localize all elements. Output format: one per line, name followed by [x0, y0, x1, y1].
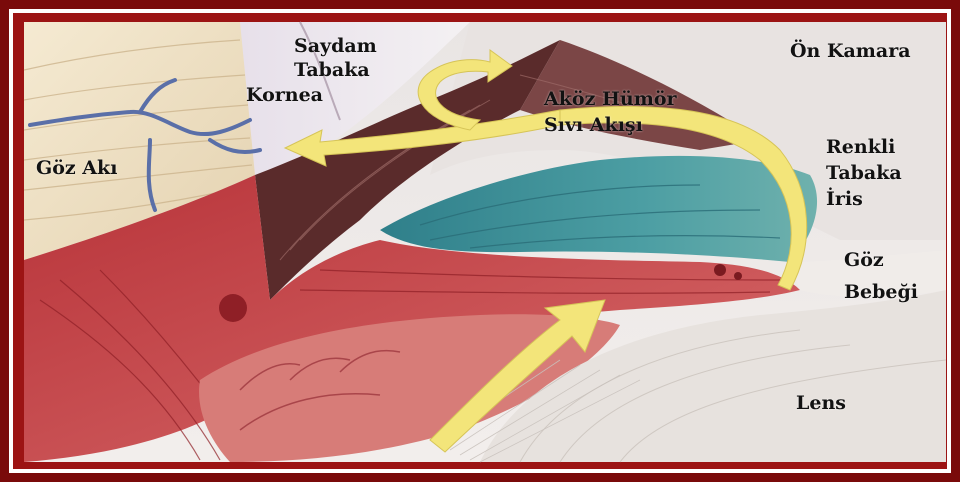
label-saydam-tabaka: Saydam Tabaka — [294, 34, 377, 82]
label-goz: Göz — [844, 244, 918, 276]
label-akoz-humor-line2: Sıvı Akışı — [544, 112, 677, 138]
label-bebegi: Bebeği — [844, 276, 918, 308]
label-saydam: Saydam — [294, 34, 377, 58]
label-renkli-tabaka-iris: Renkli Tabaka İris — [826, 134, 902, 212]
label-tabaka-iris: Tabaka — [826, 160, 902, 186]
canal-of-schlemm — [219, 294, 247, 322]
label-iris: İris — [826, 186, 902, 212]
label-tabaka: Tabaka — [294, 58, 377, 82]
label-on-kamara: Ön Kamara — [790, 40, 911, 62]
label-lens: Lens — [796, 392, 846, 414]
label-renkli: Renkli — [826, 134, 902, 160]
label-akoz-humor-line1: Aköz Hümör — [544, 86, 677, 112]
label-kornea: Kornea — [246, 84, 323, 106]
label-goz-bebegi: Göz Bebeği — [844, 244, 918, 308]
label-goz-aki: Göz Akı — [36, 157, 117, 179]
label-akoz-humor: Aköz Hümör Sıvı Akışı — [544, 86, 677, 138]
